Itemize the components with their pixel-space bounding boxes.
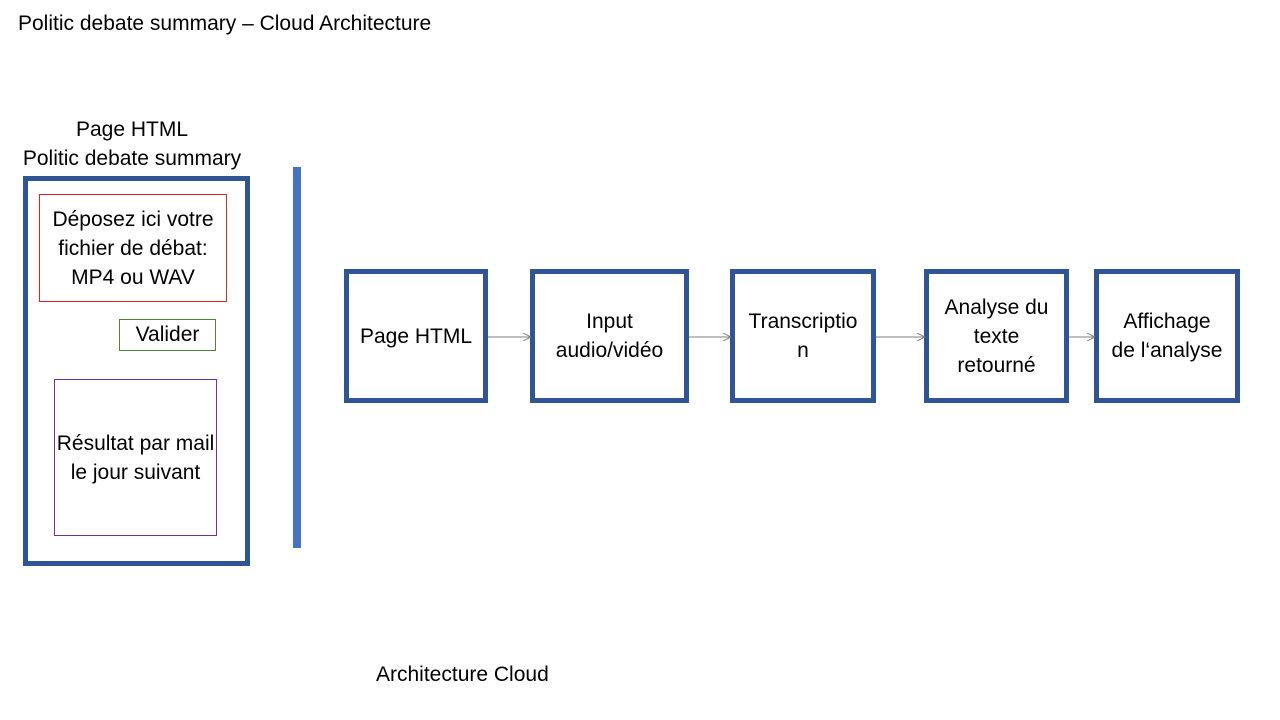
result-notice-box: Résultat par mail le jour suivant — [54, 379, 217, 536]
flow-step-text-analysis: Analyse du texte retourné — [924, 269, 1069, 403]
validate-button[interactable]: Valider — [119, 319, 216, 351]
flow-step-label: Page HTML — [359, 324, 473, 348]
vertical-divider — [293, 167, 301, 548]
flow-step-label: Transcriptio n — [748, 310, 858, 362]
drop-zone-label: Déposez ici votre fichier de débat: MP4 … — [52, 207, 214, 289]
mockup-caption: Page HTML Politic debate summary — [12, 115, 252, 173]
flow-step-transcription: Transcriptio n — [730, 269, 876, 403]
mockup-caption-line2: Politic debate summary — [22, 147, 242, 170]
file-drop-zone[interactable]: Déposez ici votre fichier de débat: MP4 … — [39, 194, 227, 302]
result-notice-label: Résultat par mail le jour suivant — [56, 431, 215, 484]
flow-step-analysis-display: Affichage de l‘analyse — [1094, 269, 1240, 403]
html-page-mockup-frame — [23, 176, 250, 566]
footer-label: Architecture Cloud — [376, 663, 549, 686]
flow-step-label: Affichage de l‘analyse — [1111, 310, 1223, 362]
flow-step-label: Input audio/vidéo — [555, 310, 664, 362]
flow-step-page-html: Page HTML — [344, 269, 488, 403]
mockup-caption-line1: Page HTML — [75, 118, 189, 141]
flow-step-input-audio-video: Input audio/vidéo — [530, 269, 689, 403]
slide-title: Politic debate summary – Cloud Architect… — [18, 12, 432, 35]
flow-step-label: Analyse du texte retourné — [944, 295, 1049, 377]
